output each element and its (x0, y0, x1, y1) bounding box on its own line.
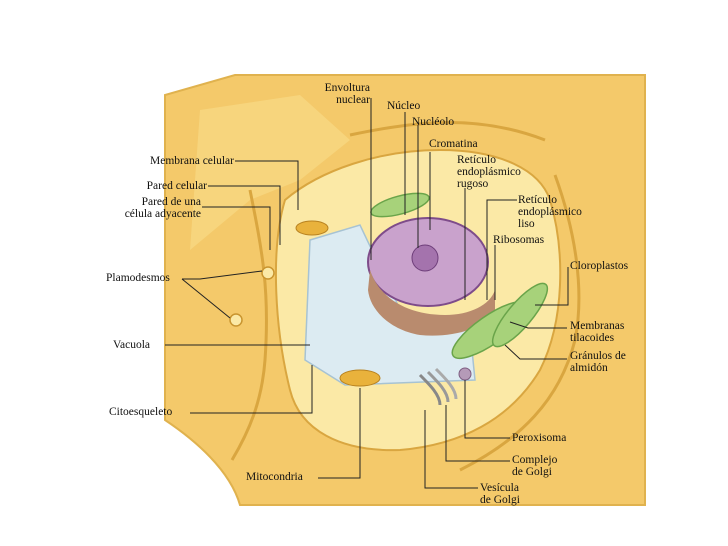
label-nucleolus: Nucléolo (412, 116, 455, 128)
leader-pared-adyacente (202, 206, 271, 250)
nucleus (367, 217, 495, 336)
peroxisome (458, 367, 472, 381)
leader-rel (486, 199, 517, 300)
leader-plasmodesmos-2 (181, 278, 231, 319)
leader-membranas-tilacoides (509, 321, 567, 329)
label-golgi-complex: Complejo de Golgi (512, 454, 558, 478)
label-cell-wall: Pared celular (146, 180, 207, 192)
label-nuclear-envelope: Envoltura nuclear (324, 82, 370, 106)
plasmodesma (261, 266, 275, 280)
rough-er (368, 270, 495, 336)
wall-division-line-3 (459, 174, 581, 472)
label-peroxisome: Peroxisoma (512, 432, 567, 444)
leader-lines (165, 98, 569, 489)
leader-pared-celular (208, 185, 281, 245)
leader-cloroplastos (535, 267, 569, 306)
label-chloroplasts: Cloroplastos (570, 260, 629, 272)
label-mitochondria: Mitocondria (246, 471, 303, 483)
label-chromatin: Cromatina (429, 138, 478, 150)
leader-plasmodesmos-1 (182, 270, 263, 280)
leader-golgi (445, 405, 510, 462)
label-cytoskeleton: Citoesqueleto (109, 406, 173, 418)
mitochondria (295, 220, 381, 387)
label-plasmodesmata: Plamodesmos (106, 272, 170, 284)
label-ribosomes: Ribosomas (493, 234, 545, 246)
plasmodesma (229, 313, 243, 327)
label-cell-membrane: Membrana celular (150, 155, 234, 167)
leader-vesicula (424, 410, 478, 489)
wall-division-line-2 (349, 121, 546, 142)
leader-peroxisoma (464, 380, 510, 439)
label-adjacent-cell-wall: Pared de una célula adyacente (124, 196, 201, 220)
leader-mitocondria (318, 388, 361, 479)
mitochondrion (295, 220, 329, 236)
golgi-complex (418, 367, 458, 406)
wall-division-line (230, 189, 269, 461)
label-vacuole: Vacuola (113, 339, 151, 351)
label-thylakoid-membranes: Membranas tilacoides (570, 320, 625, 344)
label-rough-er: Retículo endoplásmico rugoso (457, 154, 521, 190)
leader-granulos (504, 344, 567, 360)
label-starch-granules: Gránulos de almidón (570, 350, 626, 374)
nucleolus (411, 244, 439, 272)
leader-membrana-celular (235, 160, 299, 210)
mitochondrion (339, 369, 381, 387)
chloroplast (491, 282, 549, 348)
label-nucleus: Núcleo (387, 100, 421, 112)
adjacent-cell-wall (190, 95, 350, 250)
label-golgi-vesicle: Vesícula de Golgi (480, 482, 520, 506)
label-smooth-er: Retículo endoplásmico liso (518, 194, 582, 230)
leader-citoesqueleto (190, 365, 313, 414)
